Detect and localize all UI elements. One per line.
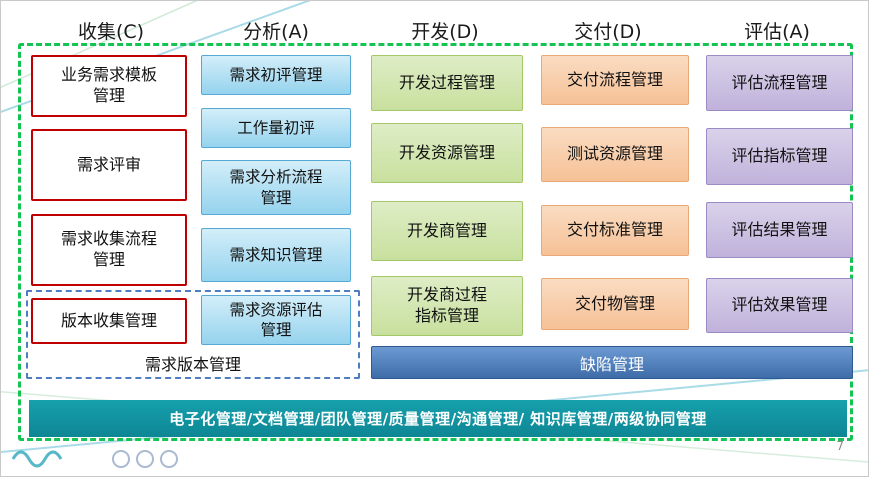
box-label: 评估结果管理 <box>731 219 828 239</box>
box-dev-resource-mgmt: 开发资源管理 <box>371 123 523 183</box>
brand-logo <box>11 450 178 468</box>
header-collect: 收集(C) <box>77 20 145 43</box>
box-label: 开发过程管理 <box>398 72 495 92</box>
column-evaluate: 评估流程管理 评估指标管理 评估结果管理 评估效果管理 <box>706 55 853 333</box>
box-req-initial-eval-mgmt: 需求初评管理 <box>201 55 351 95</box>
box-label: 版本收集管理 <box>60 310 157 330</box>
header-analyze: 分析(A) <box>243 20 309 43</box>
header-develop: 开发(D) <box>411 20 479 43</box>
box-label: 需求分析流程管理 <box>229 168 323 207</box>
column-analyze: 需求初评管理 工作量初评 需求分析流程管理 需求知识管理 需求资源评估管理 <box>201 55 351 345</box>
box-req-knowledge-mgmt: 需求知识管理 <box>201 228 351 282</box>
box-label: 需求资源评估管理 <box>229 300 323 339</box>
box-deliverable-mgmt: 交付物管理 <box>541 278 689 330</box>
box-eval-metric-mgmt: 评估指标管理 <box>706 128 853 185</box>
column-collect: 业务需求模板管理 需求评审 需求收集流程管理 版本收集管理 <box>31 55 187 344</box>
box-label: 评估指标管理 <box>731 146 828 166</box>
box-label: 开发商管理 <box>406 220 487 240</box>
box-label: 需求知识管理 <box>229 245 323 264</box>
box-label: 业务需求模板管理 <box>61 65 158 105</box>
defect-bar-label: 缺陷管理 <box>579 354 644 374</box>
box-vendor-mgmt: 开发商管理 <box>371 201 523 261</box>
box-test-resource-mgmt: 测试资源管理 <box>541 127 689 182</box>
box-label: 交付标准管理 <box>566 220 663 240</box>
box-req-resource-eval-mgmt: 需求资源评估管理 <box>201 295 351 345</box>
box-req-collection-process-mgmt: 需求收集流程管理 <box>31 214 187 286</box>
requirement-version-label: 需求版本管理 <box>144 355 241 374</box>
column-develop: 开发过程管理 开发资源管理 开发商管理 开发商过程指标管理 <box>371 55 523 336</box>
box-label: 交付物管理 <box>574 293 655 313</box>
box-delivery-standard-mgmt: 交付标准管理 <box>541 205 689 256</box>
box-workload-initial-eval: 工作量初评 <box>201 108 351 148</box>
box-label: 开发资源管理 <box>398 142 495 162</box>
requirement-version-group: 需求版本管理 <box>26 290 360 379</box>
column-deliver: 交付流程管理 测试资源管理 交付标准管理 交付物管理 <box>541 55 689 330</box>
box-business-req-template-mgmt: 业务需求模板管理 <box>31 55 187 117</box>
box-vendor-process-metric-mgmt: 开发商过程指标管理 <box>371 276 523 336</box>
box-label: 需求评审 <box>76 154 141 174</box>
box-label: 开发商过程指标管理 <box>406 285 487 325</box>
box-requirement-review: 需求评审 <box>31 129 187 201</box>
box-eval-process-mgmt: 评估流程管理 <box>706 55 853 111</box>
page-number: 7 <box>836 439 844 453</box>
defect-management-bar: 缺陷管理 <box>371 346 853 379</box>
box-label: 需求初评管理 <box>229 65 323 84</box>
box-label: 测试资源管理 <box>566 144 663 164</box>
box-label: 评估效果管理 <box>731 295 828 315</box>
header-evaluate: 评估(A) <box>744 20 810 43</box>
header-deliver: 交付(D) <box>574 20 642 43</box>
box-dev-process-mgmt: 开发过程管理 <box>371 55 523 111</box>
box-label: 工作量初评 <box>237 118 315 137</box>
box-eval-result-mgmt: 评估结果管理 <box>706 202 853 258</box>
box-req-analysis-process-mgmt: 需求分析流程管理 <box>201 160 351 215</box>
box-label: 交付流程管理 <box>566 69 663 89</box>
box-label: 评估流程管理 <box>731 72 828 92</box>
box-eval-effect-mgmt: 评估效果管理 <box>706 278 853 333</box>
bottom-management-bar: 电子化管理/文档管理/团队管理/质量管理/沟通管理/ 知识库管理/两级协同管理 <box>29 400 847 437</box>
box-version-collection-mgmt: 版本收集管理 <box>31 298 187 344</box>
bottom-bar-label: 电子化管理/文档管理/团队管理/质量管理/沟通管理/ 知识库管理/两级协同管理 <box>169 410 707 428</box>
box-label: 需求收集流程管理 <box>61 229 158 269</box>
box-delivery-process-mgmt: 交付流程管理 <box>541 55 689 105</box>
